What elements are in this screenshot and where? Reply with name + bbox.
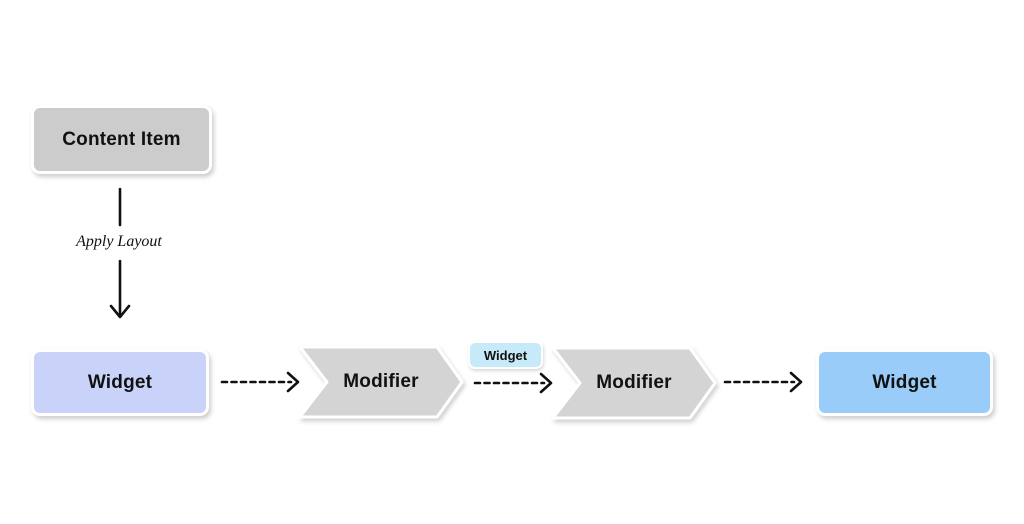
- modifier-chevron-shape-1: [298, 345, 464, 419]
- dashed-arrow-1: [220, 371, 300, 393]
- modifier-chevron-shape-2: [551, 346, 717, 420]
- node-widget-output-label: Widget: [872, 371, 937, 393]
- dashed-arrow-3: [723, 371, 803, 393]
- node-content-item: Content Item: [31, 105, 212, 174]
- node-widget-source-label: Widget: [87, 371, 153, 393]
- node-widget-source: Widget: [31, 349, 209, 416]
- node-widget-chip: Widget: [468, 341, 543, 369]
- dashed-arrow-2: [473, 372, 553, 394]
- node-widget-output: Widget: [816, 349, 993, 416]
- apply-layout-label: Apply Layout: [76, 233, 162, 250]
- node-content-item-label: Content Item: [62, 128, 181, 150]
- node-widget-chip-label: Widget: [483, 347, 528, 363]
- apply-layout-arrow: [109, 187, 131, 319]
